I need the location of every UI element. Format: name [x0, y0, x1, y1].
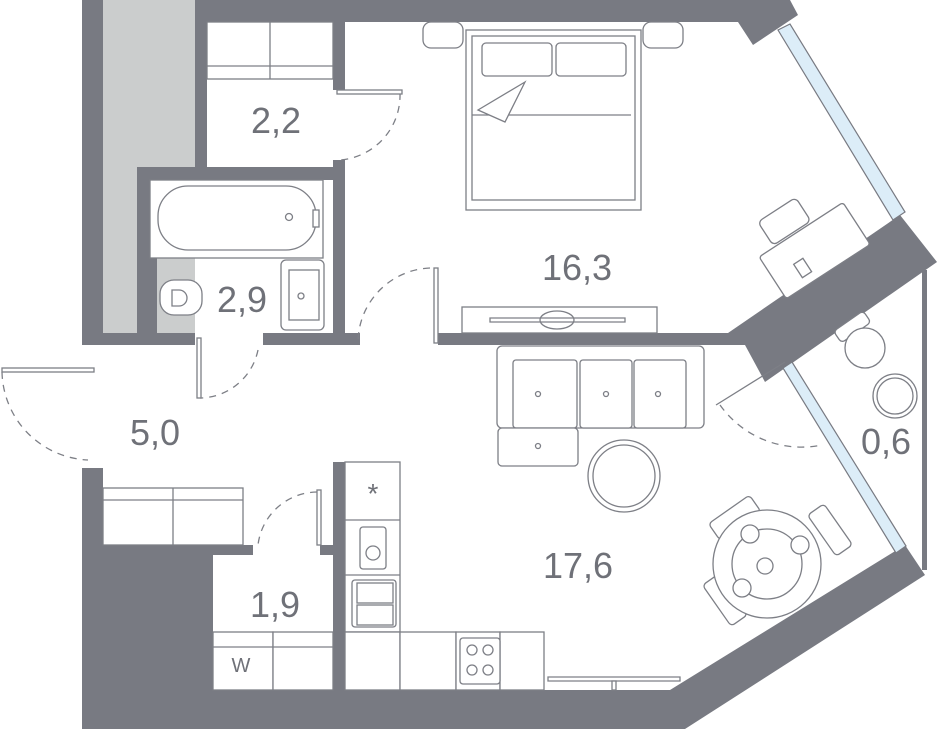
- balcony-furniture: [834, 311, 918, 419]
- bathtub: [149, 179, 324, 259]
- area-label-bedroom: 16,3: [542, 247, 612, 288]
- area-label-bathroom: 2,9: [217, 279, 267, 320]
- sink: [280, 259, 325, 331]
- area-label-hallway: 5,0: [130, 412, 180, 453]
- window-bedroom: [777, 23, 906, 221]
- freezer-symbol: *: [368, 478, 379, 509]
- area-label-laundry: 1,9: [250, 584, 300, 625]
- walls: [82, 0, 937, 729]
- area-label-storage: 2,2: [251, 100, 301, 141]
- storage-shelves: [206, 21, 334, 80]
- hallway-wardrobe: [102, 487, 244, 546]
- nightstand-left: [422, 21, 464, 49]
- desk: [759, 198, 870, 299]
- hob: [459, 637, 501, 685]
- dining-table: [703, 496, 852, 626]
- toilet: [159, 279, 203, 316]
- bed: [465, 29, 642, 211]
- doors[interactable]: [1, 89, 823, 546]
- area-label-balcony: 0,6: [861, 421, 911, 462]
- tv-bedroom: [461, 306, 658, 334]
- coffee-table: [587, 439, 661, 513]
- washer-symbol: W: [232, 655, 251, 677]
- laundry-cabinets: [212, 631, 334, 691]
- window-balcony: [782, 361, 907, 554]
- tv-living: [547, 676, 681, 691]
- oven: [359, 526, 387, 570]
- nightstand-right: [642, 21, 684, 49]
- area-label-living-kitchen: 17,6: [543, 545, 613, 586]
- kitchen-units: [344, 461, 545, 691]
- sofa: [496, 345, 705, 467]
